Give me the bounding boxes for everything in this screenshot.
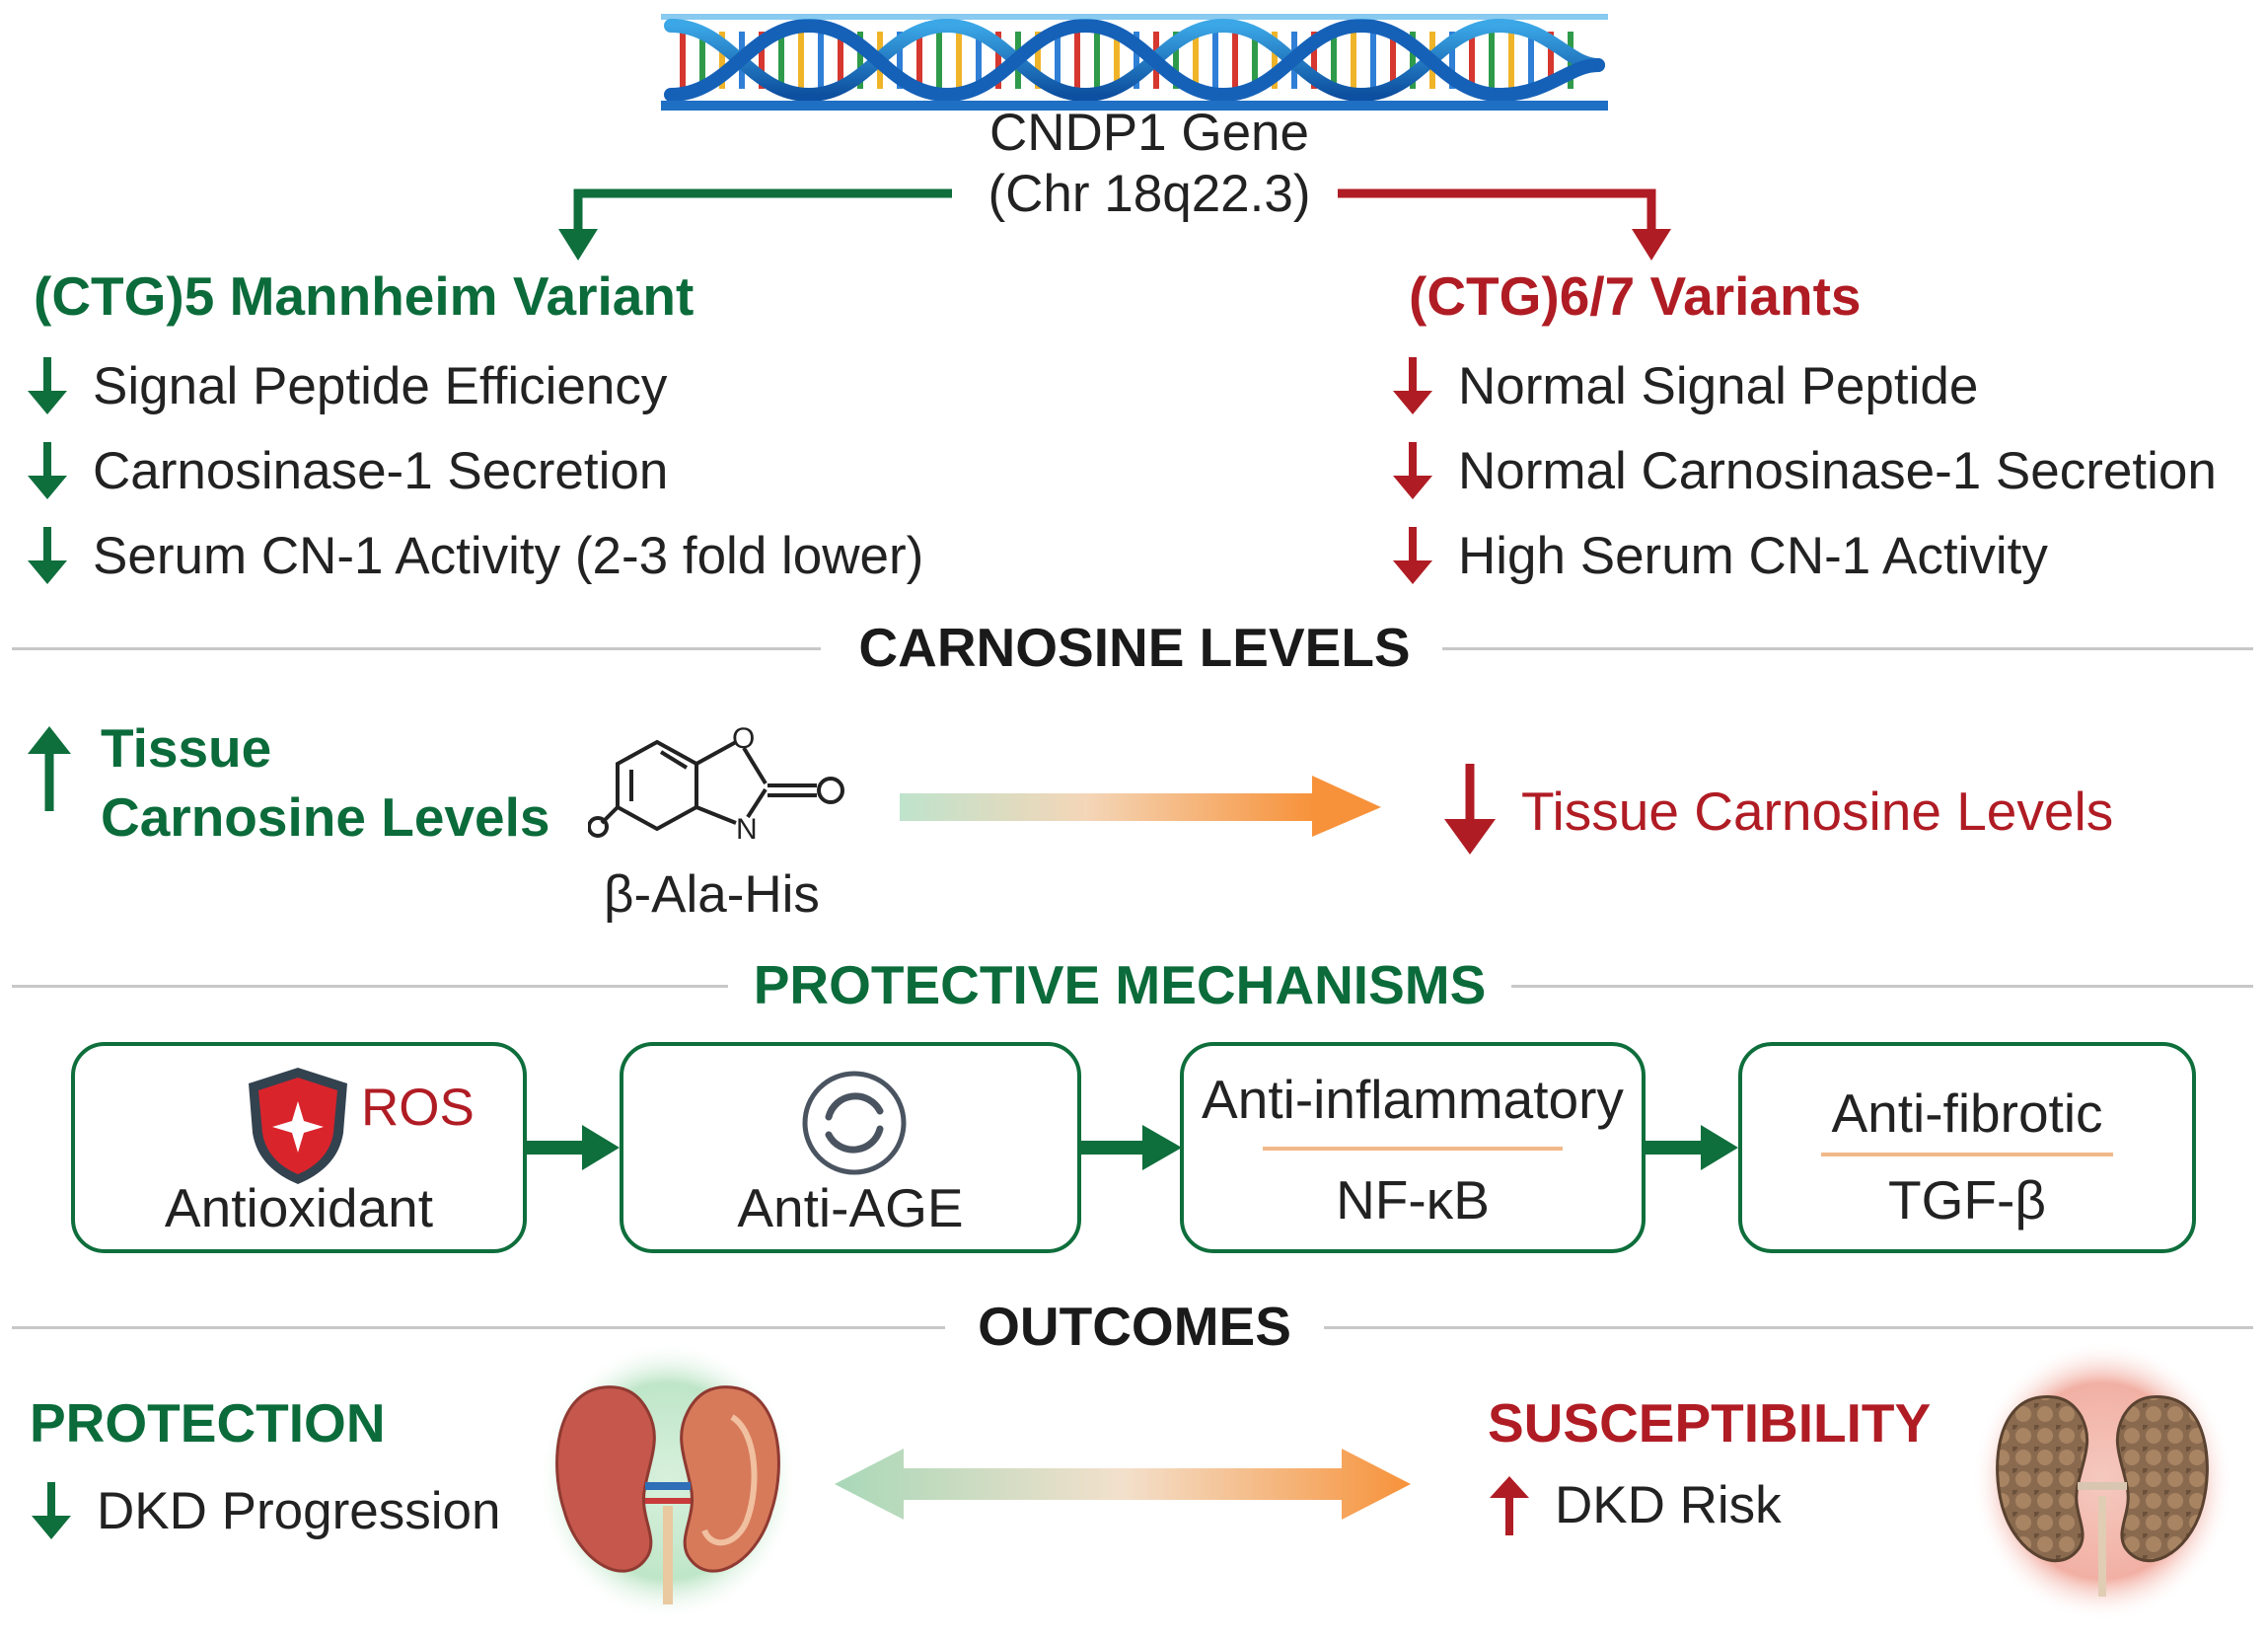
right-variant-title: (CTG)6/7 Variants bbox=[1409, 265, 1862, 327]
tissue-carnosine-low: Tissue Carnosine Levels bbox=[1521, 781, 2114, 842]
healthy-kidney-icon bbox=[538, 1341, 798, 1621]
left-item-text: Signal Peptide Efficiency bbox=[93, 356, 668, 415]
left-item-text: Serum CN-1 Activity (2-3 fold lower) bbox=[93, 526, 924, 585]
right-item-1: Normal Signal Peptide bbox=[1391, 355, 1978, 416]
right-item-text: High Serum CN-1 Activity bbox=[1458, 526, 2048, 585]
double-gradient-arrow bbox=[835, 1449, 1411, 1520]
down-arrow-icon bbox=[1393, 442, 1432, 499]
down-arrow-icon bbox=[28, 357, 67, 414]
mechanism-box-antioxidant: ROS Antioxidant bbox=[71, 1042, 527, 1253]
section-divider bbox=[12, 1326, 945, 1329]
left-item-3: Serum CN-1 Activity (2-3 fold lower) bbox=[26, 525, 923, 586]
mechanism-label: Antioxidant bbox=[164, 1177, 434, 1238]
atom-n-label: N bbox=[736, 813, 758, 846]
tissue-carnosine-high-line2: Carnosine Levels bbox=[101, 786, 550, 848]
section-divider bbox=[12, 985, 728, 988]
protection-item: DKD Progression bbox=[30, 1480, 500, 1541]
right-item-text: Normal Signal Peptide bbox=[1458, 356, 1979, 415]
mechanism-label: NF-κB bbox=[1336, 1169, 1490, 1230]
gene-locus: (Chr 18q22.3) bbox=[988, 165, 1311, 223]
mechanism-box-anti-fibrotic: Anti-fibrotic TGF-β bbox=[1738, 1042, 2196, 1253]
outcomes-section-title: OUTCOMES bbox=[978, 1296, 1291, 1357]
section-divider bbox=[12, 647, 821, 650]
left-variant-title: (CTG)5 Mannheim Variant bbox=[34, 265, 695, 327]
susceptibility-item-text: DKD Risk bbox=[1555, 1475, 1782, 1534]
susceptibility-title: SUSCEPTIBILITY bbox=[1488, 1392, 1932, 1454]
gene-name: CNDP1 Gene bbox=[988, 104, 1310, 162]
flow-arrow-icon bbox=[1646, 1125, 1738, 1170]
protection-item-text: DKD Progression bbox=[97, 1481, 501, 1540]
molecule-label: β-Ala-His bbox=[604, 865, 820, 924]
diseased-kidney-icon bbox=[1972, 1341, 2232, 1621]
gradient-arrow-right bbox=[900, 776, 1381, 837]
flow-arrow-icon bbox=[1081, 1125, 1182, 1170]
down-arrow-icon bbox=[1444, 764, 1496, 855]
down-arrow-icon bbox=[1393, 527, 1432, 584]
mechanism-title: Anti-inflammatory bbox=[1202, 1069, 1624, 1130]
left-item-2: Carnosinase-1 Secretion bbox=[26, 440, 668, 501]
branch-arrow-left bbox=[558, 188, 952, 261]
ros-tag: ROS bbox=[361, 1079, 475, 1137]
branch-arrow-right bbox=[1338, 188, 1671, 261]
mechanisms-section-title: PROTECTIVE MECHANISMS bbox=[753, 954, 1487, 1015]
carnosine-section-title: CARNOSINE LEVELS bbox=[858, 617, 1411, 678]
right-item-3: High Serum CN-1 Activity bbox=[1391, 525, 2048, 586]
separator bbox=[1821, 1153, 2113, 1156]
atom-o-label: O bbox=[732, 722, 755, 755]
ring-icon bbox=[802, 1071, 907, 1175]
down-arrow-icon bbox=[28, 442, 67, 499]
susceptibility-item: DKD Risk bbox=[1488, 1474, 1782, 1535]
mechanism-label: Anti-AGE bbox=[737, 1177, 964, 1238]
right-item-2: Normal Carnosinase-1 Secretion bbox=[1391, 440, 2217, 501]
mechanism-box-anti-inflammatory: Anti-inflammatory NF-κB bbox=[1180, 1042, 1646, 1253]
dna-helix-icon bbox=[661, 14, 1608, 111]
mechanism-box-anti-age: Anti-AGE bbox=[620, 1042, 1081, 1253]
section-divider bbox=[1511, 985, 2253, 988]
carnosine-molecule-icon: O N bbox=[588, 722, 844, 846]
protection-title: PROTECTION bbox=[30, 1392, 386, 1454]
down-arrow-icon bbox=[1393, 357, 1432, 414]
down-arrow-icon bbox=[28, 527, 67, 584]
shield-icon bbox=[249, 1068, 347, 1184]
section-divider bbox=[1442, 647, 2253, 650]
right-item-text: Normal Carnosinase-1 Secretion bbox=[1458, 441, 2217, 500]
up-arrow-icon bbox=[28, 726, 71, 811]
left-item-1: Signal Peptide Efficiency bbox=[26, 355, 667, 416]
separator bbox=[1263, 1147, 1563, 1151]
left-item-text: Carnosinase-1 Secretion bbox=[93, 441, 669, 500]
mechanism-title: Anti-fibrotic bbox=[1831, 1082, 2103, 1144]
down-arrow-icon bbox=[32, 1482, 71, 1539]
section-divider bbox=[1324, 1326, 2253, 1329]
tissue-carnosine-high-line1: Tissue bbox=[101, 717, 272, 779]
up-arrow-icon bbox=[1490, 1476, 1529, 1535]
mechanism-label: TGF-β bbox=[1888, 1169, 2046, 1230]
flow-arrow-icon bbox=[527, 1125, 620, 1170]
